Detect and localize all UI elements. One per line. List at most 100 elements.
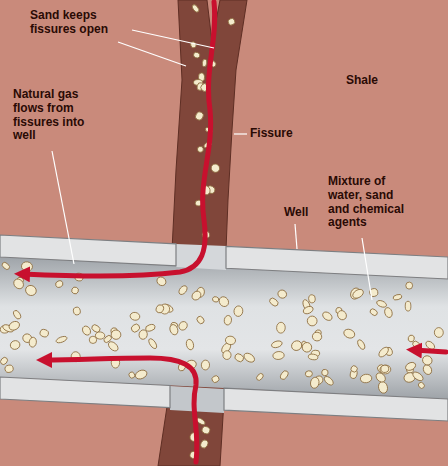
sand-grain <box>134 368 148 380</box>
sand-grain <box>55 280 64 289</box>
sand-grain <box>374 371 387 384</box>
callout-label: Sand keeps fissures open <box>30 9 130 37</box>
sand-grain <box>356 339 366 351</box>
sand-grain <box>290 339 304 352</box>
sand-grain <box>242 351 256 364</box>
well-wall <box>0 235 448 421</box>
sand-grain <box>4 364 14 373</box>
sand-grain <box>201 360 210 370</box>
sand-grain <box>177 320 189 332</box>
sand-grain <box>277 289 288 300</box>
sand-grain <box>1 261 11 271</box>
sand-grain <box>323 375 335 387</box>
sand-grain <box>380 365 389 373</box>
sand-grain <box>321 369 328 376</box>
sand-grain <box>377 346 390 359</box>
sand-grain <box>376 299 388 308</box>
sand-grain <box>128 371 136 379</box>
sand-grain <box>199 439 209 450</box>
sand-grain <box>12 309 22 320</box>
sand-grain <box>305 370 313 377</box>
sand-grain <box>405 301 411 311</box>
sand-grain <box>255 372 264 381</box>
sand-grain <box>271 340 283 349</box>
sand-grain <box>197 146 204 153</box>
sand-grain <box>24 284 38 298</box>
sand-grain <box>417 381 425 389</box>
sand-grain <box>194 110 205 121</box>
sand-grain <box>223 350 232 359</box>
sand-grain <box>211 374 220 383</box>
sand-grain <box>272 351 284 360</box>
sand-grain <box>279 369 289 380</box>
sand-grain <box>185 339 195 351</box>
sand-grain <box>39 328 49 338</box>
sand-grain <box>55 335 67 344</box>
sand-grain <box>196 315 206 325</box>
sand-grain <box>309 376 320 389</box>
sand-grain <box>308 295 315 303</box>
sand-grain <box>201 425 212 435</box>
sand-grain <box>305 314 319 328</box>
sand-grain <box>369 308 379 317</box>
sand-grain <box>193 51 201 59</box>
callout-label: Mixture of water, sand and chemical agen… <box>328 175 418 230</box>
sand-grain <box>0 356 9 366</box>
callout-label: Well <box>284 206 324 220</box>
sand-grain <box>434 327 444 337</box>
sand-grain <box>308 354 318 361</box>
sand-grain <box>212 296 220 303</box>
sand-grain <box>29 337 37 348</box>
sand-grain <box>217 295 230 308</box>
sand-grain <box>321 310 334 322</box>
callout-label: Natural gas flows from fissures into wel… <box>13 88 85 143</box>
sand-grain <box>145 323 156 332</box>
sand-grain <box>155 275 167 287</box>
sand-grain <box>404 361 417 372</box>
sand-grain <box>224 315 233 326</box>
sand-grain <box>421 354 434 367</box>
well-interior <box>0 257 448 399</box>
sand-grain <box>268 297 279 308</box>
sand-grain <box>81 325 92 337</box>
sand-grain <box>233 305 243 317</box>
sand-grain <box>350 365 359 374</box>
gas-flow-arrow <box>22 2 446 462</box>
sand-grain <box>210 162 222 174</box>
sand-grain <box>276 322 285 333</box>
sand-grain <box>147 337 158 349</box>
sand-grain <box>351 288 365 300</box>
sand-grain <box>312 331 323 341</box>
sand-grain <box>73 306 81 315</box>
sand-grain <box>95 332 105 340</box>
sand-grain <box>138 329 148 340</box>
sand-grain <box>190 289 202 301</box>
sand-grain <box>227 17 236 26</box>
sand-grain <box>233 352 244 363</box>
sand-grain <box>393 294 403 301</box>
sand-grain <box>406 282 413 289</box>
sand-grain <box>130 312 141 321</box>
sand-grain <box>9 339 21 350</box>
sand-grain <box>377 381 388 395</box>
sand-grain <box>8 320 21 332</box>
sand-grain <box>155 304 165 314</box>
sand-grain <box>360 374 372 384</box>
sand-grain <box>411 370 424 382</box>
sand-grain <box>302 305 314 315</box>
sand-grain <box>21 261 33 272</box>
sand-grain <box>12 277 26 291</box>
rock-label: Shale <box>346 74 406 88</box>
sand-grains <box>0 4 444 460</box>
sand-grain <box>190 41 197 49</box>
leader-line <box>52 30 372 300</box>
sand-grain <box>336 309 348 322</box>
sand-grain <box>71 286 80 295</box>
callout-label: Fissure <box>250 127 310 141</box>
sand-grain <box>202 59 207 67</box>
sand-grain <box>383 307 393 319</box>
sand-grain <box>343 328 357 340</box>
